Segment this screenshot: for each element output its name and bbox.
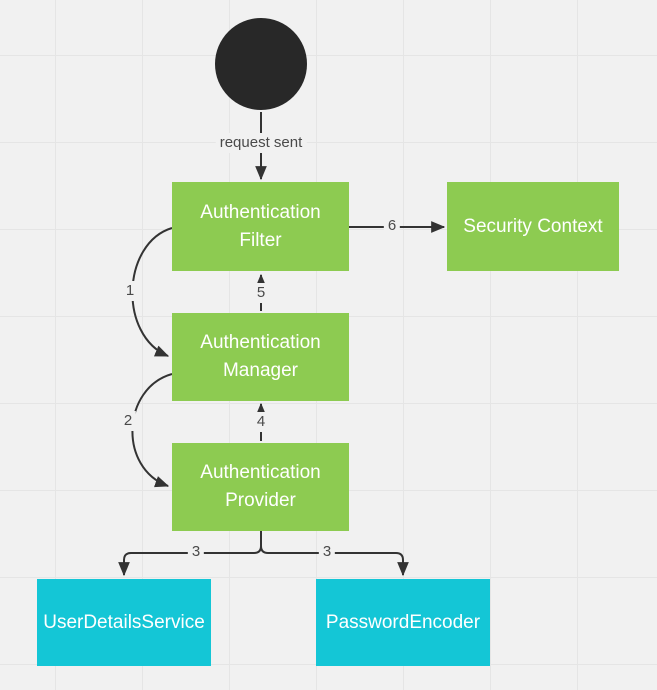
- node-security-context-label: Security Context: [463, 215, 603, 237]
- edge-label-request-sent[interactable]: request sent: [215, 133, 307, 153]
- node-authentication-manager[interactable]: Authentication Manager: [172, 313, 349, 401]
- node-password-encoder[interactable]: PasswordEncoder: [316, 579, 490, 666]
- edge-label-step-1[interactable]: 1: [121, 281, 139, 301]
- edge-label-step-5[interactable]: 5: [252, 283, 270, 303]
- edge-step-1[interactable]: [131, 227, 173, 357]
- node-security-context[interactable]: Security Context: [447, 182, 619, 271]
- node-authentication-manager-label: Authentication Manager: [200, 332, 321, 381]
- node-authentication-filter[interactable]: Authentication Filter: [172, 182, 349, 271]
- node-start-circle[interactable]: [215, 18, 307, 110]
- node-authentication-provider-label: Authentication Provider: [200, 462, 321, 511]
- node-authentication-filter-label: Authentication Filter: [200, 201, 321, 251]
- node-user-details-service[interactable]: UserDetailsService: [37, 579, 211, 666]
- edge-label-step-2[interactable]: 2: [119, 411, 137, 431]
- edge-label-step-3-left[interactable]: 3: [187, 542, 205, 562]
- edge-label-step-6[interactable]: 6: [383, 216, 401, 236]
- node-authentication-provider[interactable]: Authentication Provider: [172, 443, 349, 531]
- node-user-details-service-label: UserDetailsService: [43, 611, 205, 633]
- edge-step-2[interactable]: [131, 373, 173, 488]
- edge-label-step-3-right[interactable]: 3: [318, 542, 336, 562]
- node-password-encoder-label: PasswordEncoder: [325, 611, 481, 633]
- edge-label-step-4[interactable]: 4: [252, 412, 270, 432]
